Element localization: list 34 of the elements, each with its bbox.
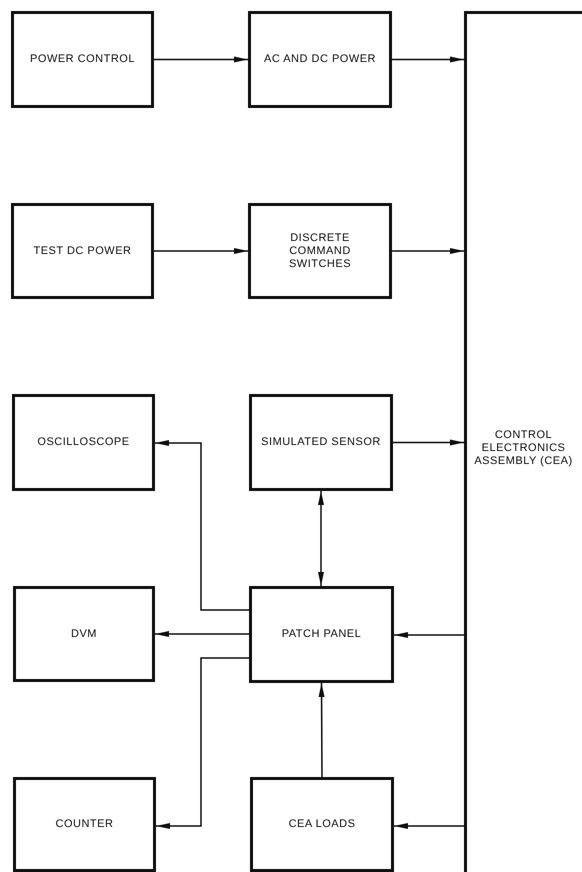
block-box — [249, 586, 394, 683]
block-label: CEA LOADS — [288, 818, 356, 831]
arrow — [155, 631, 249, 637]
block-box — [248, 203, 392, 299]
arrow — [394, 632, 464, 638]
assembly-box — [464, 11, 582, 872]
arrow — [318, 491, 324, 586]
arrow — [318, 683, 325, 777]
block-label: CONTROL ELECTRONICS ASSEMBLY (CEA) — [473, 429, 574, 468]
arrow — [154, 248, 248, 254]
block-label: PATCH PANEL — [282, 628, 362, 641]
block-label: DISCRETE COMMAND SWITCHES — [288, 232, 352, 270]
block-label: OSCILLOSCOPE — [37, 436, 130, 449]
block-box — [11, 11, 154, 108]
arrow — [393, 440, 464, 446]
block-box — [248, 11, 392, 108]
arrow — [154, 56, 248, 62]
block-box — [249, 394, 393, 491]
arrow — [394, 823, 464, 829]
block-label: SIMULATED SENSOR — [261, 436, 381, 449]
arrow — [156, 657, 249, 829]
block-label: DVM — [71, 628, 97, 640]
block-box — [13, 777, 156, 872]
arrow — [155, 440, 249, 611]
arrow — [392, 56, 464, 62]
block-label: AC AND DC POWER — [264, 53, 376, 66]
block-label: POWER CONTROL — [30, 53, 135, 66]
arrow — [392, 248, 464, 254]
block-box — [11, 203, 154, 299]
block-label: COUNTER — [56, 818, 114, 831]
block-box — [250, 777, 394, 872]
block-box — [12, 394, 155, 491]
block-label: TEST DC POWER — [34, 244, 132, 258]
block-box — [13, 586, 155, 682]
